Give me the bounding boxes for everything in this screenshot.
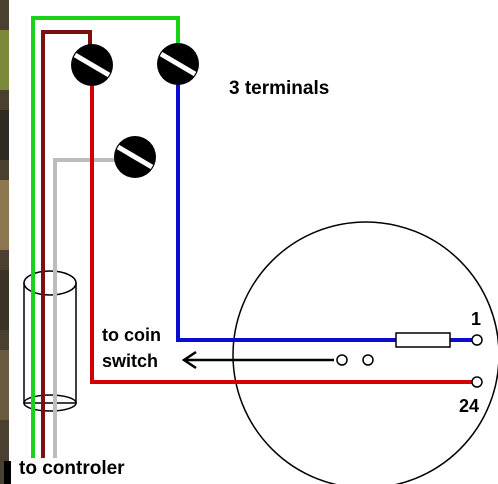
connector-circle [232,221,498,484]
corner-mark [4,461,11,484]
pin-1-label: 1 [471,309,481,329]
connector-pin-icon [471,376,483,388]
coin-label-line1: to coin [102,325,161,345]
green-wire [31,16,180,458]
screw-terminal-icon [157,43,199,85]
left-edge-photo [0,0,9,484]
resistor-icon [395,332,451,348]
gray-wire [53,158,130,458]
pin-24-label: 24 [459,396,479,416]
arrow-left-icon [181,350,334,370]
screw-terminal-icon [114,136,156,178]
maroon-wire [41,30,92,458]
coin-label-line2: switch [102,351,158,371]
red-wire [90,65,474,384]
controller-label: to controler [19,458,125,479]
connector-pin-icon [471,334,483,346]
connector-pin-icon [362,354,374,366]
cable-tube-icon [23,270,77,412]
blue-wire [176,64,396,342]
connector-pin-icon [336,354,348,366]
terminals-label: 3 terminals [229,78,329,99]
screw-terminal-icon [71,44,113,86]
